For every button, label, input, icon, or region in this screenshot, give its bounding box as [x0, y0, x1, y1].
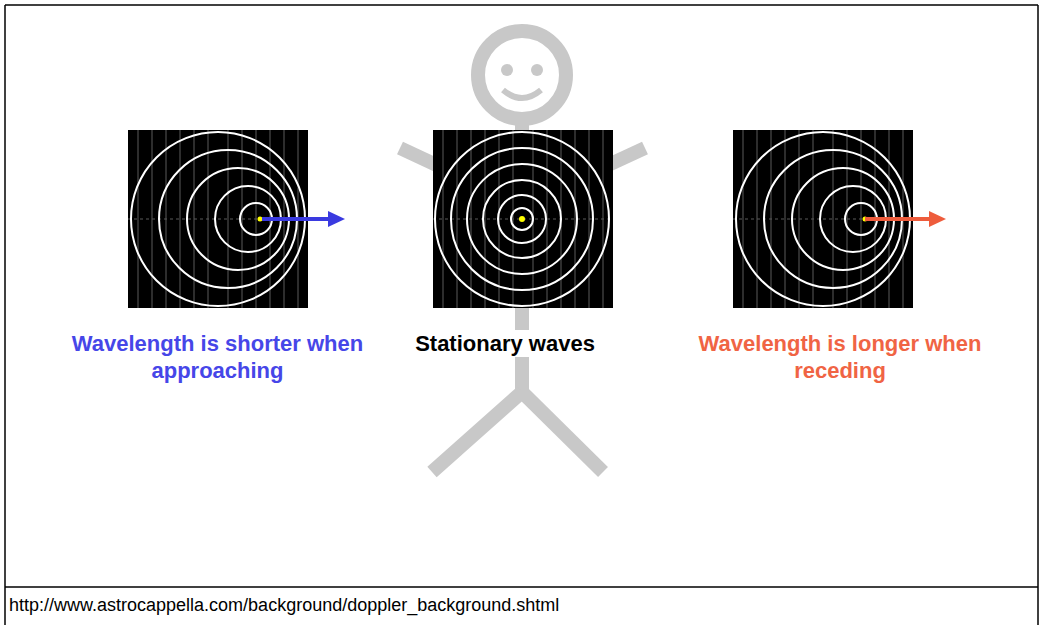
receding-label-box: Wavelength is longer when receding [680, 330, 1000, 384]
approaching-label-box: Wavelength is shorter when approaching [55, 330, 380, 384]
source-url: http://www.astrocappella.com/background/… [9, 595, 559, 616]
red-arrowhead [929, 211, 946, 227]
stick-figure [400, 31, 645, 472]
red-arrow [865, 217, 930, 221]
blue-arrow [262, 217, 330, 221]
blue-arrowhead [328, 211, 345, 227]
stationary-waves [433, 130, 613, 308]
stationary-label-box: Stationary waves [385, 330, 625, 357]
stationary-label: Stationary waves [413, 330, 597, 357]
approaching-label: Wavelength is shorter when approaching [55, 330, 380, 384]
smile [503, 90, 541, 98]
receding-label: Wavelength is longer when receding [680, 330, 1000, 384]
frame [5, 5, 1038, 625]
smiley-face [501, 64, 543, 76]
